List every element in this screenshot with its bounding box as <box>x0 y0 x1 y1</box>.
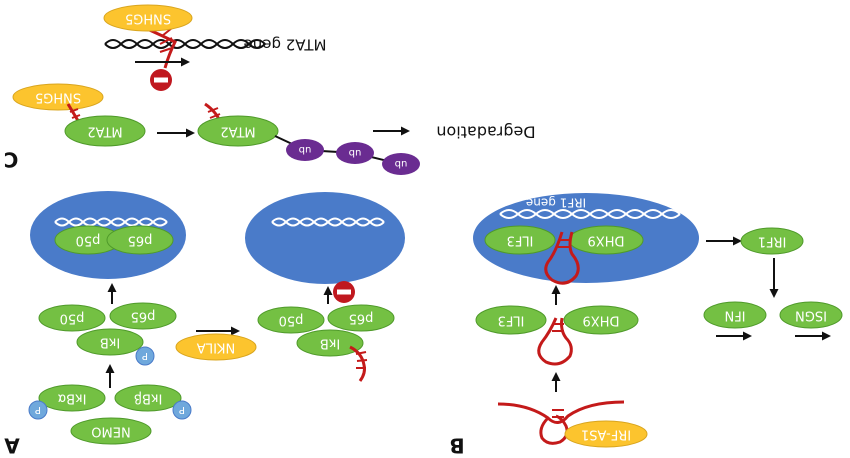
panel-a: p50 p65 p50 p65 IκB P IκBα IκBβ P P NEMO… <box>4 191 405 458</box>
panel-c-label: C <box>4 148 19 172</box>
p65-label: p65 <box>131 309 156 324</box>
mta2-right-oval <box>197 115 279 147</box>
snhg5-top-oval <box>103 4 193 32</box>
irf-as1-oval <box>564 420 648 448</box>
ubiquitin-2 <box>336 142 374 164</box>
mta2-right-label: MTA2 <box>220 124 255 139</box>
isgn-oval <box>779 301 843 329</box>
mta2-gene-label: MTA2 gene <box>244 36 327 54</box>
dhx9-oval <box>563 305 639 335</box>
nemo-label: NEMO <box>91 424 130 439</box>
nucleus-right <box>245 192 405 284</box>
dhx9-nucleus-label: DHX9 <box>588 233 625 248</box>
nkila-oval <box>175 333 257 361</box>
phospho-ikba <box>28 400 48 420</box>
dna-right <box>271 217 385 227</box>
phospho-ikb-label: P <box>142 350 148 361</box>
irf1-label: IRF1 <box>758 234 787 249</box>
ifn-label: IFN <box>724 308 745 323</box>
p65-right-label: p65 <box>349 311 374 326</box>
ikba-oval <box>38 384 106 412</box>
ikbb-oval <box>114 384 182 412</box>
ikbb-label: IκBβ <box>134 391 163 406</box>
p50-nucleus-label: p50 <box>76 233 101 248</box>
irf-as1-label: IRF-AS1 <box>581 427 631 442</box>
p65-nucleus-oval <box>106 225 174 255</box>
mta2-left-label: MTA2 <box>87 124 122 139</box>
snhg5-top-label: SNHG5 <box>125 11 171 26</box>
isgn-label: ISGN <box>795 308 827 323</box>
ubiquitin-2-label: ub <box>349 147 362 158</box>
dna-left <box>54 217 168 227</box>
nemo-oval <box>70 417 152 445</box>
panel-c: SNHG5 MTA2 gene SNHG5 MTA2 MTA2 ub ub u <box>4 4 536 175</box>
ilf3-nucleus-label: ILF3 <box>507 233 534 248</box>
ubiquitin-chain-line <box>274 135 401 165</box>
p65-nucleus-label: p65 <box>128 233 153 248</box>
irf1-oval <box>740 227 804 255</box>
inhibition-icon-a <box>333 281 355 303</box>
irf-as1-rna-nucleus <box>544 231 580 285</box>
irf-as1-rna-free <box>497 400 625 445</box>
irf1-gene-label: IRF1 gene <box>526 196 586 210</box>
ikba-label: IκBα <box>58 391 87 406</box>
p50-oval <box>38 304 106 332</box>
phospho-ikbb <box>172 400 192 420</box>
panel-b-label: B <box>449 434 464 458</box>
mta2-left-oval <box>64 115 146 147</box>
panel-a-label: A <box>4 434 20 458</box>
ubiquitin-1 <box>286 139 324 161</box>
snhg5-bottom-label: SNHG5 <box>35 90 81 105</box>
ilf3-label: ILF3 <box>498 313 525 328</box>
ilf3-oval <box>475 305 547 335</box>
dhx9-label: DHX9 <box>583 313 620 328</box>
panel-b: IRF1 gene ILF3 DHX9 ILF3 DHX9 IRF-AS1 IR… <box>449 193 843 458</box>
phospho-ikb <box>135 346 155 366</box>
phospho-ikba-label: P <box>35 404 41 415</box>
irf1-gene-dna <box>499 209 681 219</box>
ikb-oval <box>76 328 144 356</box>
ubiquitin-1-label: ub <box>299 144 312 155</box>
ikb-right-label: IκB <box>320 336 340 351</box>
snhg5-bottom-oval <box>12 83 104 111</box>
irf-as1-rna-cyto <box>537 317 573 366</box>
p65-right-oval <box>327 304 395 332</box>
ilf3-nucleus-oval <box>484 225 556 255</box>
phospho-ikbb-label: P <box>179 404 185 415</box>
p50-right-oval <box>257 306 325 334</box>
ifn-oval <box>703 301 767 329</box>
p50-right-label: p50 <box>279 313 304 328</box>
mta2-gene-dna <box>104 39 266 49</box>
ubiquitin-3 <box>382 153 420 175</box>
nkila-label: NKILA <box>197 340 236 355</box>
degradation-label: Degradation <box>436 123 535 142</box>
ikb-label: IκB <box>100 335 120 350</box>
ikb-right-oval <box>296 329 364 357</box>
inhibition-icon-c <box>150 69 172 91</box>
p65-oval <box>109 302 177 330</box>
nkila-rna-on-ikb <box>349 345 368 382</box>
p50-label: p50 <box>60 311 85 326</box>
ubiquitin-3-label: ub <box>395 158 408 169</box>
